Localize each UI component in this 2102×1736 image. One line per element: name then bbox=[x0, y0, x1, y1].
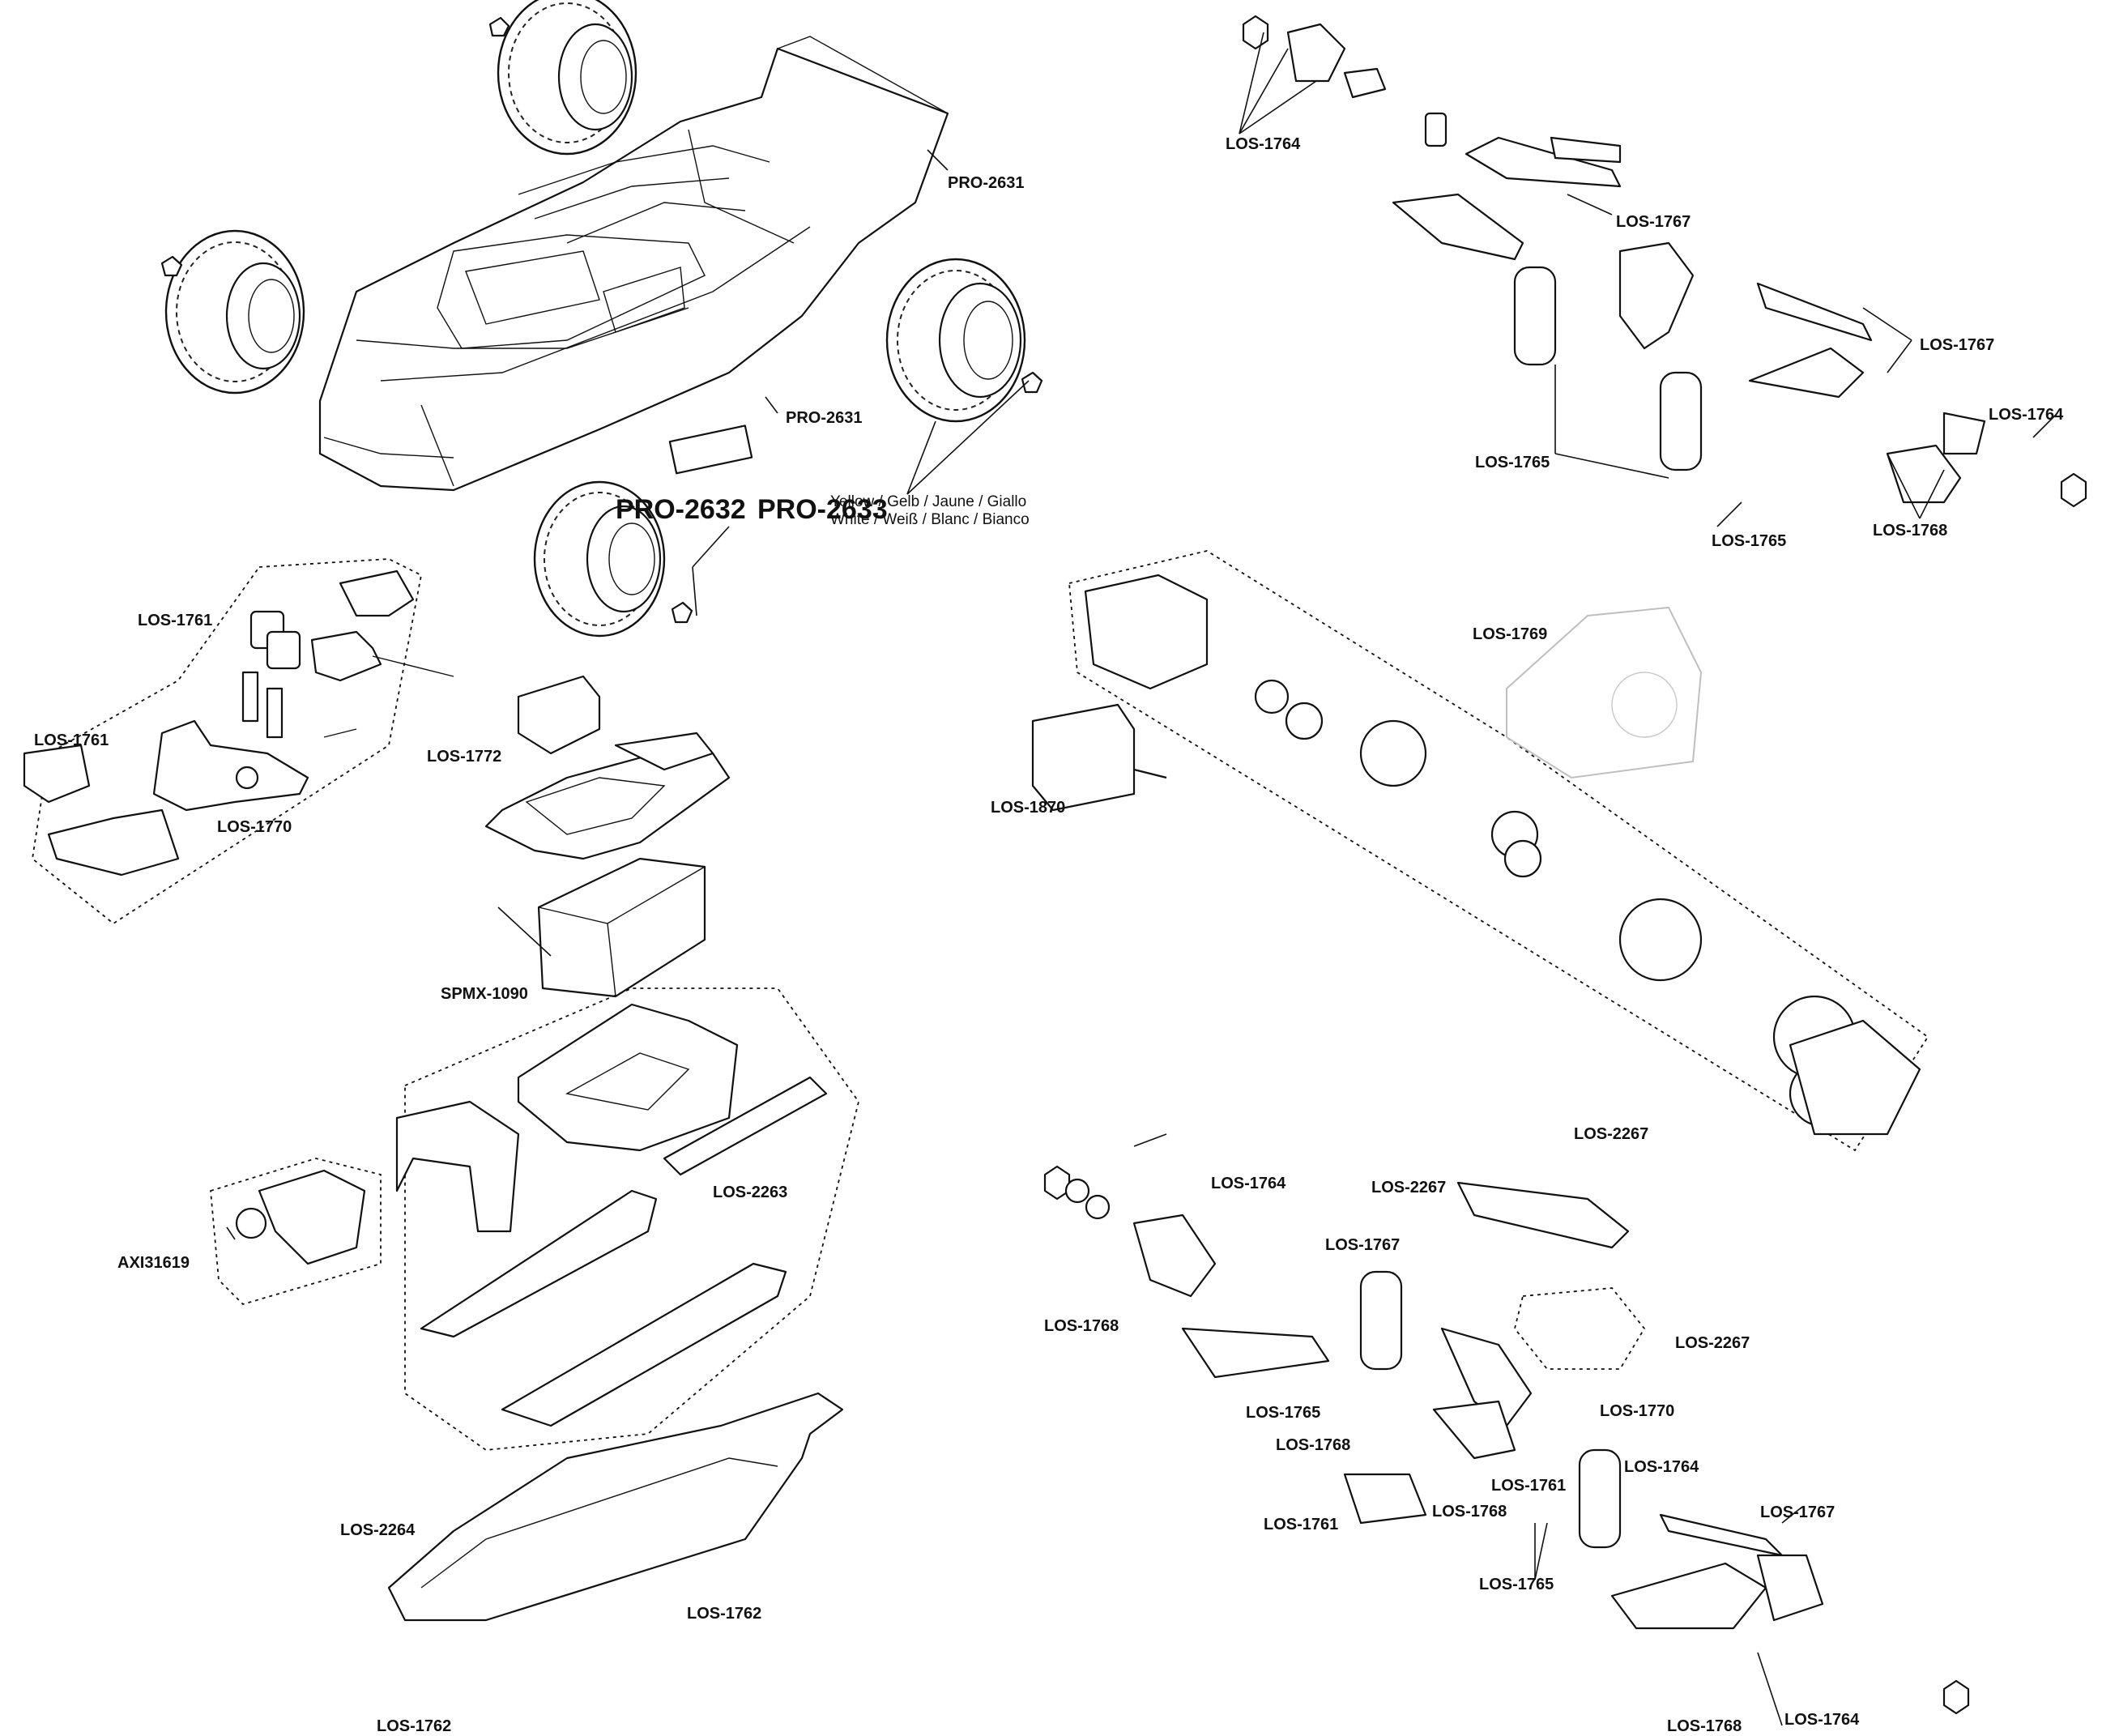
label-yellow-colors: Yellow / Gelb / Jaune / Giallo bbox=[830, 493, 1026, 510]
chassis-parts bbox=[235, 1003, 828, 1427]
label-los-1768-rear-left: LOS-1768 bbox=[1044, 1317, 1119, 1335]
part-labels: PRO-2631 PRO-2631 PRO-2632 PRO-2633 Yell… bbox=[34, 135, 2064, 1735]
body-shell bbox=[318, 36, 949, 492]
label-los-1768-rear-lower: LOS-1768 bbox=[1432, 1503, 1507, 1521]
label-pro-2632: PRO-2632 bbox=[616, 494, 746, 525]
label-los-1765-fr: LOS-1765 bbox=[1475, 454, 1550, 471]
label-los-1764-fr-top: LOS-1764 bbox=[1226, 135, 1301, 153]
label-los-1767-rear-right: LOS-1767 bbox=[1760, 1504, 1835, 1521]
label-los-1762-bottom: LOS-1762 bbox=[377, 1717, 451, 1735]
label-los-2267-mount: LOS-2267 bbox=[1675, 1334, 1750, 1352]
label-los-1765-fr-lower: LOS-1765 bbox=[1712, 532, 1786, 550]
label-los-1764-rear-left: LOS-1764 bbox=[1211, 1175, 1286, 1192]
label-los-1767-fr-right: LOS-1767 bbox=[1920, 336, 1994, 354]
leader-lines bbox=[226, 32, 2058, 1726]
receiver-box bbox=[484, 675, 731, 860]
label-los-1764-fr-right: LOS-1764 bbox=[1989, 406, 2064, 424]
label-pro-2633: PRO-2633 bbox=[757, 494, 888, 525]
label-los-1764-rear-bottom: LOS-1764 bbox=[1784, 1711, 1860, 1729]
label-los-1768-fr: LOS-1768 bbox=[1873, 522, 1947, 540]
label-spmx-1090: SPMX-1090 bbox=[441, 985, 528, 1003]
label-los-1768-rear-upper: LOS-1768 bbox=[1276, 1436, 1350, 1454]
label-los-1765-rear-left: LOS-1765 bbox=[1246, 1404, 1320, 1422]
label-los-1770-front: LOS-1770 bbox=[217, 818, 292, 836]
label-los-1772: LOS-1772 bbox=[427, 748, 501, 766]
wheel-right bbox=[885, 258, 1043, 423]
label-los-1761-rear-mid: LOS-1761 bbox=[1491, 1477, 1566, 1495]
label-los-1764-rear-right: LOS-1764 bbox=[1624, 1458, 1699, 1476]
label-los-1761-mount: LOS-1761 bbox=[138, 612, 212, 629]
battery bbox=[537, 857, 706, 998]
wheel-left bbox=[160, 229, 305, 395]
label-los-1762-right: LOS-1762 bbox=[687, 1605, 761, 1623]
label-los-1768-rear-bottom: LOS-1768 bbox=[1667, 1717, 1742, 1735]
label-axi31619: AXI31619 bbox=[117, 1254, 190, 1272]
label-los-2264: LOS-2264 bbox=[340, 1521, 416, 1539]
label-los-1761-bumper: LOS-1761 bbox=[34, 732, 109, 749]
wheel-top bbox=[488, 0, 637, 156]
label-los-1767-rear-mid: LOS-1767 bbox=[1325, 1236, 1400, 1254]
label-los-1769: LOS-1769 bbox=[1473, 625, 1547, 643]
wheel-bottom bbox=[533, 480, 693, 638]
label-pro-2631-top: PRO-2631 bbox=[948, 174, 1025, 192]
label-los-1870: LOS-1870 bbox=[991, 799, 1065, 817]
label-los-1767-fr-top: LOS-1767 bbox=[1616, 213, 1691, 231]
label-los-1770-rear: LOS-1770 bbox=[1600, 1402, 1674, 1420]
label-pro-2631-lower: PRO-2631 bbox=[786, 409, 863, 427]
rear-suspension bbox=[1043, 1165, 1970, 1715]
label-white-colors: White / Weiß / Blanc / Bianco bbox=[830, 511, 1030, 528]
label-los-1761-rear-low: LOS-1761 bbox=[1264, 1516, 1338, 1533]
front-suspension bbox=[1242, 15, 2087, 508]
label-los-2263: LOS-2263 bbox=[713, 1184, 787, 1201]
motor bbox=[1031, 703, 1167, 812]
label-los-1765-rear-right: LOS-1765 bbox=[1479, 1576, 1554, 1593]
label-los-2267-top: LOS-2267 bbox=[1574, 1125, 1648, 1143]
transmission-ghost bbox=[1506, 606, 1703, 779]
front-bumper-assembly bbox=[23, 569, 454, 877]
transmission bbox=[1084, 574, 1921, 1136]
chassis-plate bbox=[387, 1392, 844, 1622]
label-los-2267-left: LOS-2267 bbox=[1371, 1179, 1446, 1196]
